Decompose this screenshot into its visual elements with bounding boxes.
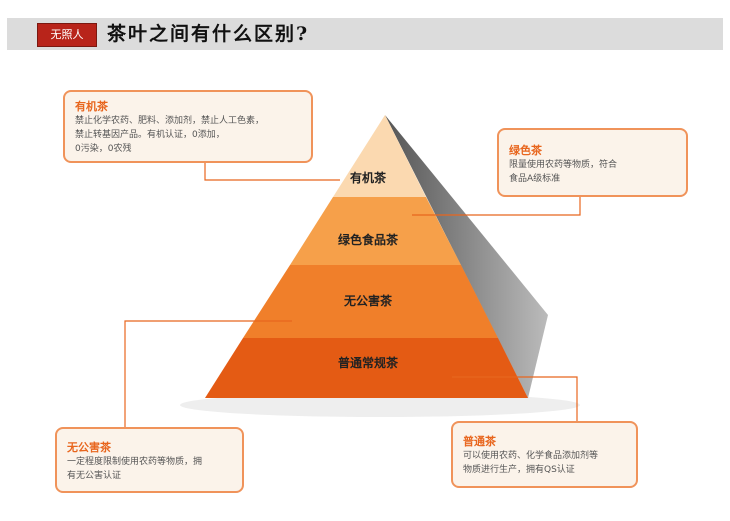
box-title: 普通茶 (463, 435, 496, 448)
page-title: 茶叶之间有什么区别? (107, 23, 310, 45)
box-title: 有机茶 (75, 100, 108, 113)
box-line: 禁止化学农药、肥料、添加剂，禁止人工色素， (75, 116, 265, 126)
box-line: 禁止转基因产品。有机认证，0添加， (75, 130, 225, 140)
connector-green (412, 196, 581, 216)
box-line: 一定程度限制使用农药等物质，拥 (67, 457, 203, 467)
box-line: 0污染，0农残 (75, 144, 132, 154)
pyramid-shadow (180, 393, 580, 417)
box-line: 可以使用农药、化学食品添加剂等 (463, 451, 599, 461)
level-label-pollution-free: 无公害茶 (343, 294, 393, 308)
box-line: 有无公害认证 (67, 471, 122, 481)
box-line: 限量使用农药等物质，符合 (509, 160, 618, 170)
box-title: 绿色茶 (509, 144, 542, 157)
connector-organic (204, 162, 340, 181)
box-title: 无公害茶 (67, 441, 111, 454)
level-label-green: 绿色食品茶 (337, 233, 399, 247)
header-bar: 无照人 茶叶之间有什么区别? (7, 18, 723, 50)
info-box-green: 绿色茶 限量使用农药等物质，符合 食品A级标准 (497, 128, 688, 197)
connector-pollution-free (124, 320, 292, 427)
seal-logo: 无照人 (37, 23, 97, 47)
level-label-ordinary: 普通常规茶 (337, 356, 399, 370)
pyramid-side-face (385, 115, 548, 398)
pyramid-level-4 (205, 338, 528, 398)
info-box-ordinary: 普通茶 可以使用农药、化学食品添加剂等 物质进行生产，拥有QS认证 (451, 421, 638, 488)
connector-ordinary (452, 376, 578, 421)
pyramid-level-3 (243, 265, 498, 338)
pyramid-level-1 (333, 115, 426, 197)
box-line: 物质进行生产，拥有QS认证 (463, 465, 575, 475)
pyramid-level-2 (290, 197, 461, 265)
level-label-organic: 有机茶 (349, 171, 387, 185)
info-box-organic: 有机茶 禁止化学农药、肥料、添加剂，禁止人工色素， 禁止转基因产品。有机认证，0… (63, 90, 313, 163)
info-box-pollution-free: 无公害茶 一定程度限制使用农药等物质，拥 有无公害认证 (55, 427, 244, 493)
box-line: 食品A级标准 (509, 174, 561, 184)
